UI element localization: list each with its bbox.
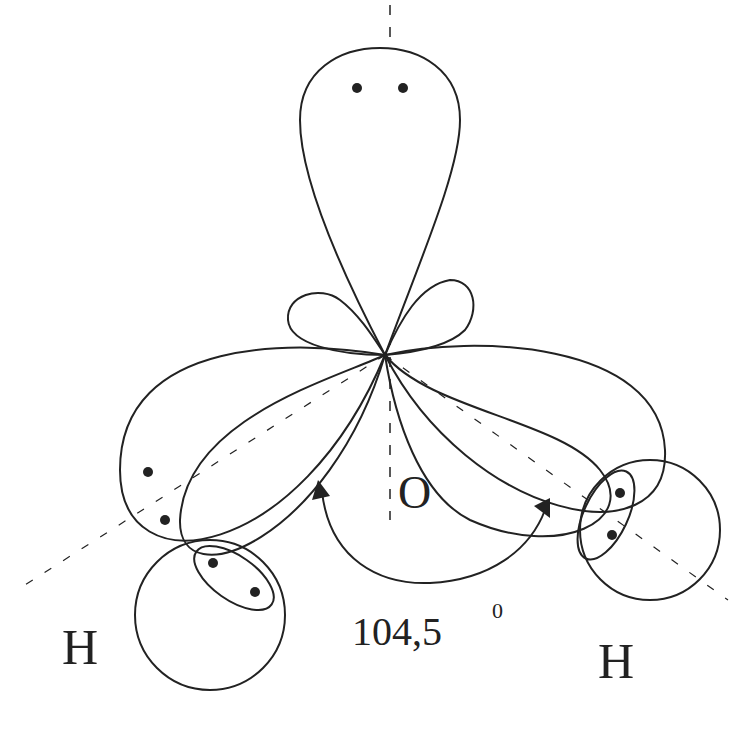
bond-axis: [385, 355, 728, 600]
atom-label: H: [62, 622, 98, 672]
degree-mark: 0: [492, 600, 503, 622]
overlap-region: [184, 534, 285, 623]
overlap-region: [566, 462, 646, 568]
angle-value: 104,5: [352, 612, 442, 652]
bond-lobe: [385, 355, 611, 536]
electron-dot: [615, 488, 625, 498]
hydrogen-orbital: [580, 460, 720, 600]
electron-dot: [607, 530, 617, 540]
atom-label: O: [398, 470, 431, 516]
arrow-head: [312, 480, 330, 500]
electron-dot: [352, 83, 362, 93]
electron-dot: [208, 558, 218, 568]
atom-label: H: [598, 636, 634, 686]
electron-dot: [250, 587, 260, 597]
electron-dot: [143, 467, 153, 477]
bond-lobe: [180, 355, 385, 555]
hydrogen-orbital: [135, 540, 285, 690]
electron-dot: [398, 83, 408, 93]
electron-dot: [160, 515, 170, 525]
small-lobe: [288, 293, 385, 355]
bond-axis: [25, 355, 385, 585]
small-lobe: [385, 280, 473, 355]
arrow-head: [534, 498, 550, 518]
angle-arc: [322, 492, 545, 583]
lone-pair-lobe: [300, 48, 460, 355]
bond-lobe: [120, 348, 385, 541]
